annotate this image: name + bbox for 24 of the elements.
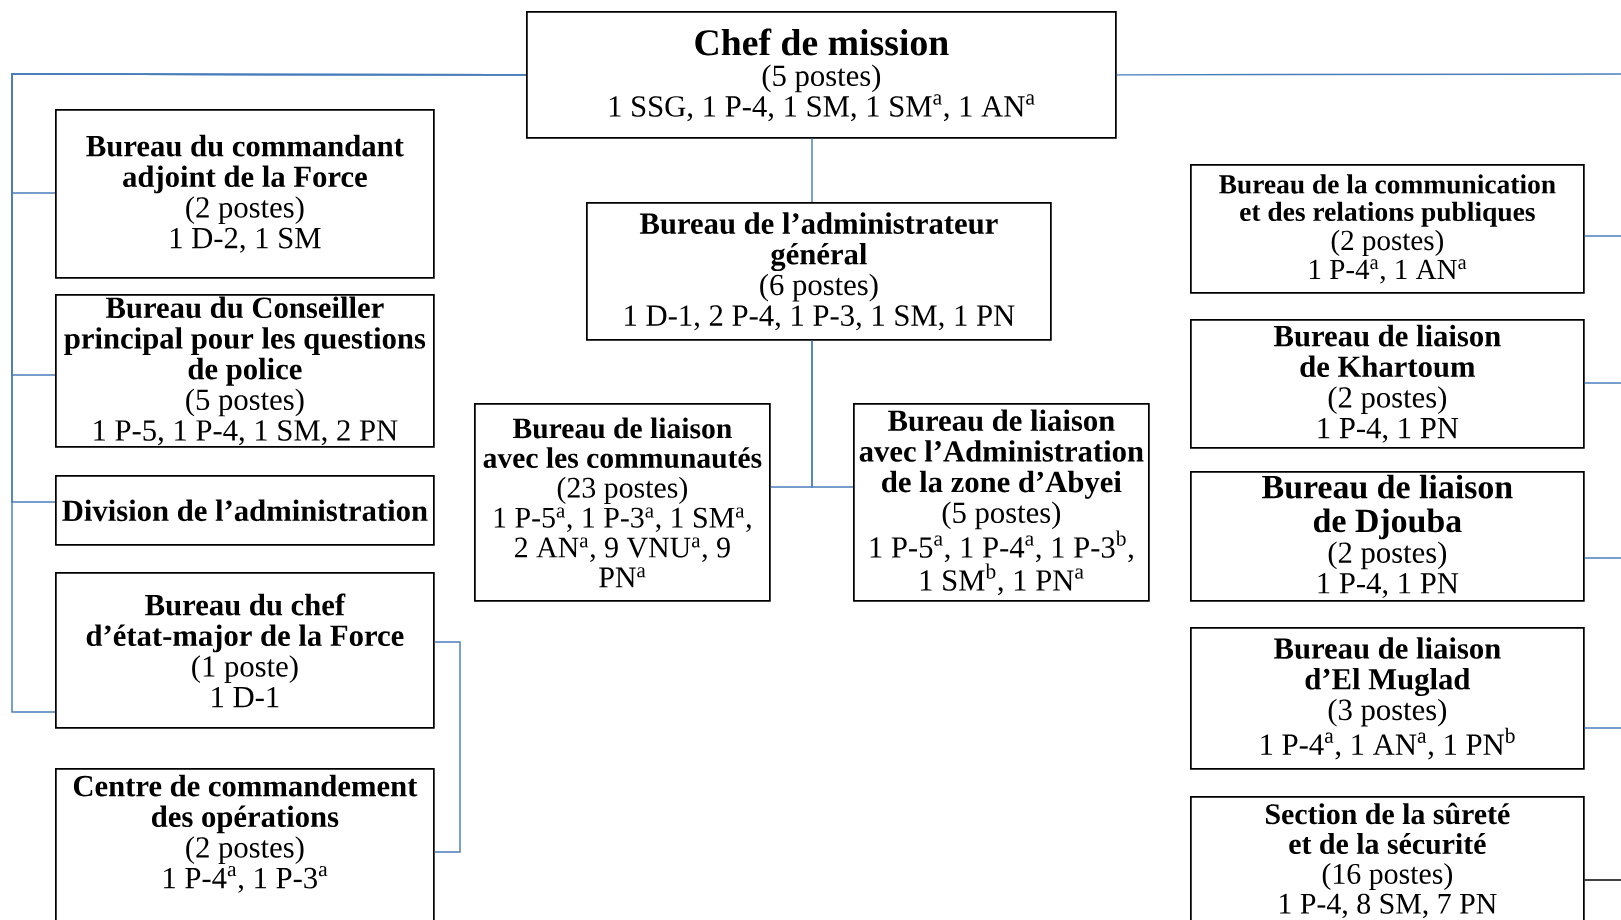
unit-box: Bureau de la communication et des relations publiques (2 postes) 1 P-4$^{a}$, 1 AN$^{a}$ — [1190, 164, 1585, 294]
head-box: Chef de mission (5 postes) 1 SSG, 1 P-4, 1 SM, 1 SM$^{a}$, 1 AN$^{a}$ — [526, 11, 1117, 139]
connector-line — [811, 138, 813, 203]
connector-line — [1584, 727, 1621, 729]
connector-line — [811, 340, 854, 488]
unit-box: Bureau du chef d’état-major de la Force (1 poste) 1 D-1 — [55, 572, 435, 729]
connector-line — [1584, 557, 1621, 559]
unit-box: Section de la sûreté et de la sécurité (16 postes) 1 P-4, 8 SM, 7 PN — [1190, 796, 1585, 920]
connector-line — [11, 73, 527, 713]
connector-line — [1116, 73, 1621, 76]
connector-line — [1584, 382, 1621, 384]
unit-box: Bureau de liaison d’El Muglad (3 postes) 1 P-4$^{a}$, 1 AN$^{a}$, 1 PN$^{b}$ — [1190, 627, 1585, 770]
unit-box: Division de l’administration — [55, 475, 435, 546]
unit-box: Bureau du Conseiller principal pour les questions de police (5 postes) 1 P-5, 1 P-4, 1 SM, 2 PN — [55, 294, 435, 448]
connector-line — [434, 641, 461, 853]
unit-box: Bureau de liaison de Djouba (2 postes) 1 P-4, 1 PN — [1190, 471, 1585, 602]
unit-box: Bureau de liaison avec l’Administration de la zone d’Abyei (5 postes) 1 P-5$^{a}$, 1 P-4$^{a}$, 1 P-3$^{b}$, 1 SM$^{b}$, 1 PN$^{a}$ — [853, 403, 1150, 602]
unit-box: Centre de commandement des opérations (2 postes) 1 P-4$^{a}$, 1 P-3$^{a}$ — [55, 768, 435, 920]
unit-box: Bureau du commandant adjoint de la Force (2 postes) 1 D-2, 1 SM — [55, 109, 435, 279]
connector-line — [1584, 879, 1621, 881]
unit-box: Bureau de liaison avec les communautés (23 postes) 1 P-5$^{a}$, 1 P-3$^{a}$, 1 SM$^{a}$, 2 AN$^{a}$, 9 VNU$^{a}$, 9 PN$^{a}$ — [474, 403, 771, 602]
unit-box: Bureau de l’administrateur général (6 postes) 1 D-1, 2 P-4, 1 P-3, 1 SM, 1 PN — [586, 202, 1052, 341]
unit-box: Bureau de liaison de Khartoum (2 postes) 1 P-4, 1 PN — [1190, 319, 1585, 449]
connector-line — [1584, 235, 1621, 237]
